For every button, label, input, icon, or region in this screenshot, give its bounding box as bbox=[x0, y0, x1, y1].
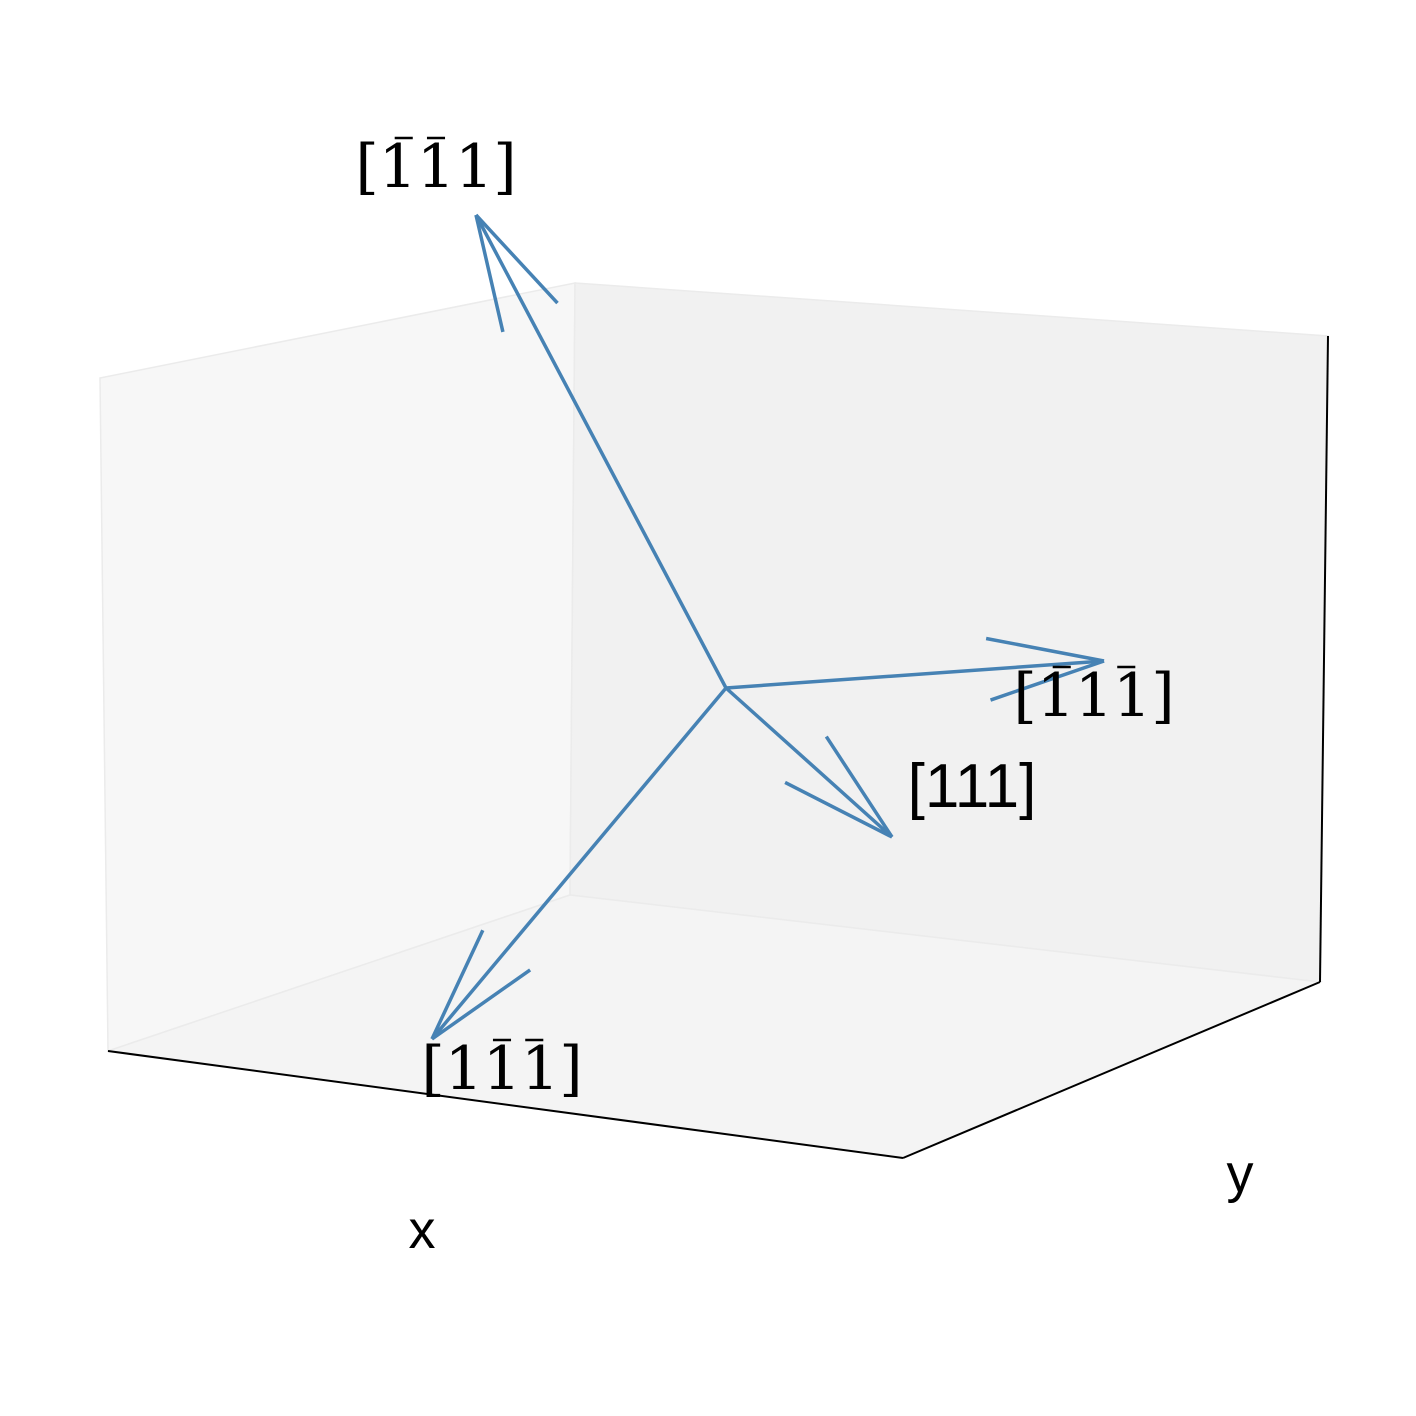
arrow-label-text-3: [111] bbox=[421, 1034, 582, 1104]
y-axis-line bbox=[902, 981, 1321, 1159]
arrow-label-text-2: [111] bbox=[1013, 661, 1174, 731]
arrow-shaft-3 bbox=[430, 686, 728, 1041]
arrow-head-1-1 bbox=[474, 213, 559, 305]
back-pane bbox=[569, 282, 1329, 983]
arrow-label-3: [111] bbox=[421, 1034, 582, 1104]
arrow-label-1: [111] bbox=[355, 132, 516, 202]
arrow-head-0-0 bbox=[824, 735, 894, 838]
arrow-head-3-1 bbox=[430, 929, 485, 1040]
arrow-group bbox=[430, 213, 1105, 1041]
z-axis-line bbox=[1319, 335, 1329, 983]
arrow-label-text-1: [111] bbox=[355, 132, 516, 202]
x-axis-label: x bbox=[409, 1200, 436, 1260]
arrow-head-2-0 bbox=[985, 636, 1105, 663]
y-axis-label: y bbox=[1227, 1144, 1254, 1204]
arrow-head-0-1 bbox=[784, 780, 893, 839]
arrow-head-3-0 bbox=[430, 968, 532, 1041]
arrow-shaft-0 bbox=[724, 686, 894, 839]
arrow-head-1-0 bbox=[474, 214, 505, 333]
arrow-label-2: [111] bbox=[1013, 661, 1174, 731]
arrow-shaft-1 bbox=[474, 214, 728, 689]
arrow-shaft-2 bbox=[725, 659, 1105, 690]
arrow-head-2-1 bbox=[989, 659, 1105, 702]
x-axis-line bbox=[107, 1050, 904, 1159]
arrow-label-group: [111] [111] [111] [111] bbox=[355, 132, 1174, 1104]
arrow-label-0: [111] bbox=[908, 752, 1037, 821]
